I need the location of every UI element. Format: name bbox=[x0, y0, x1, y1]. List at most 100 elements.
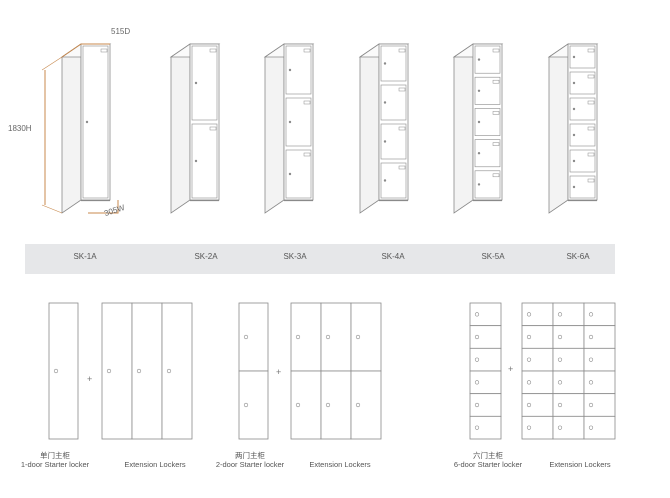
cabinet-door bbox=[552, 415, 585, 440]
depth-label: 515D bbox=[111, 27, 131, 36]
locker-door bbox=[380, 162, 407, 199]
locker-door bbox=[569, 149, 596, 173]
plus-icon: + bbox=[87, 374, 92, 384]
door-vent bbox=[492, 142, 500, 146]
door-lock-icon bbox=[288, 172, 292, 176]
plus-icon: + bbox=[508, 364, 513, 374]
model-label-sk-6a: SK-6A bbox=[566, 252, 590, 261]
model-label-sk-4a: SK-4A bbox=[381, 252, 405, 261]
cabinet-door bbox=[583, 370, 616, 395]
door-lock-icon bbox=[526, 425, 532, 430]
door-lock-icon bbox=[557, 380, 563, 385]
height-label: 1830H bbox=[8, 124, 32, 133]
door-vent bbox=[209, 48, 217, 53]
cabinet-door bbox=[350, 302, 382, 372]
height-tick-bottom bbox=[41, 204, 63, 214]
cabinet-door bbox=[552, 370, 585, 395]
locker-door bbox=[569, 45, 596, 69]
locker-6 bbox=[547, 43, 599, 214]
door-vent bbox=[587, 100, 595, 105]
dimension-lines bbox=[41, 43, 119, 214]
extension-1 bbox=[290, 302, 322, 440]
locker-4 bbox=[358, 43, 410, 214]
door-lock-icon bbox=[557, 334, 563, 340]
extension-1 bbox=[101, 302, 133, 440]
door-lock-icon bbox=[474, 357, 480, 362]
model-label-sk-1a: SK-1A bbox=[73, 252, 97, 261]
door-lock-icon bbox=[557, 425, 563, 430]
door-vent bbox=[492, 79, 500, 84]
cabinet-door bbox=[552, 347, 585, 372]
door-lock-icon bbox=[194, 81, 198, 85]
cabinet-door bbox=[521, 370, 554, 395]
extension-3 bbox=[583, 302, 616, 440]
locker-door bbox=[380, 45, 407, 82]
door-lock-icon bbox=[295, 334, 301, 340]
caption-group-3-extension: Extension Lockers bbox=[549, 460, 611, 469]
cabinet-door bbox=[469, 393, 502, 417]
door-lock-icon bbox=[572, 159, 576, 163]
model-label-sk-2a: SK-2A bbox=[194, 252, 218, 261]
locker-1 bbox=[60, 43, 112, 214]
door-lock-icon bbox=[557, 402, 563, 408]
cabinet-door bbox=[521, 325, 554, 349]
cabinet-door bbox=[521, 393, 554, 417]
door-lock-icon bbox=[557, 312, 563, 317]
door-lock-icon bbox=[477, 58, 481, 61]
caption-en: 6-door Starter locker bbox=[453, 460, 523, 469]
locker-front-face bbox=[80, 43, 111, 201]
caption-cn: 单门主柜 bbox=[40, 451, 70, 460]
door-lock-icon bbox=[588, 380, 594, 385]
door-lock-icon bbox=[588, 334, 594, 340]
locker-side-face bbox=[61, 43, 82, 214]
locker-side-face bbox=[264, 43, 285, 214]
door-lock-icon bbox=[243, 402, 249, 408]
door-lock-icon bbox=[194, 159, 198, 163]
locker-side-face bbox=[548, 43, 569, 214]
door-lock-icon bbox=[477, 152, 481, 155]
locker-door bbox=[474, 76, 501, 105]
starter-6-door bbox=[469, 302, 502, 440]
model-label-sk-5a: SK-5A bbox=[481, 252, 505, 261]
configuration-front-views: +++ bbox=[48, 302, 616, 440]
door-lock-icon bbox=[477, 120, 481, 124]
cabinet-door bbox=[469, 325, 502, 349]
cabinet-door bbox=[583, 302, 616, 327]
cabinet-door bbox=[320, 370, 352, 440]
locker-front-face bbox=[283, 43, 314, 201]
door-lock-icon bbox=[355, 402, 361, 408]
model-label-sk-3a: SK-3A bbox=[283, 252, 307, 261]
cabinet-door bbox=[521, 347, 554, 372]
locker-door bbox=[474, 139, 501, 168]
door-lock-icon bbox=[526, 312, 532, 317]
door-lock-icon bbox=[243, 334, 249, 340]
cabinet-door bbox=[552, 325, 585, 349]
cabinet-door bbox=[48, 302, 79, 440]
door-lock-icon bbox=[572, 107, 576, 111]
door-lock-icon bbox=[383, 179, 387, 182]
door-vent bbox=[100, 48, 108, 53]
locker-5 bbox=[452, 43, 504, 214]
locker-door bbox=[569, 175, 596, 199]
door-lock-icon bbox=[474, 425, 480, 430]
door-lock-icon bbox=[166, 368, 172, 374]
locker-front-face bbox=[567, 43, 598, 201]
locker-isometric-row bbox=[41, 43, 599, 214]
locker-door bbox=[285, 97, 312, 147]
door-lock-icon bbox=[383, 140, 387, 143]
locker-2 bbox=[169, 43, 221, 214]
cabinet-door bbox=[521, 415, 554, 440]
door-lock-icon bbox=[588, 357, 594, 362]
door-vent bbox=[303, 100, 311, 105]
caption-en: 2-door Starter locker bbox=[215, 460, 285, 469]
door-vent bbox=[587, 178, 595, 183]
extension-2 bbox=[552, 302, 585, 440]
locker-3 bbox=[263, 43, 315, 214]
extension-2 bbox=[131, 302, 163, 440]
starter-1-door bbox=[48, 302, 79, 440]
cabinet-door bbox=[583, 347, 616, 372]
cabinet-door bbox=[469, 415, 502, 440]
door-lock-icon bbox=[588, 425, 594, 430]
door-lock-icon bbox=[572, 81, 576, 85]
door-lock-icon bbox=[526, 357, 532, 362]
